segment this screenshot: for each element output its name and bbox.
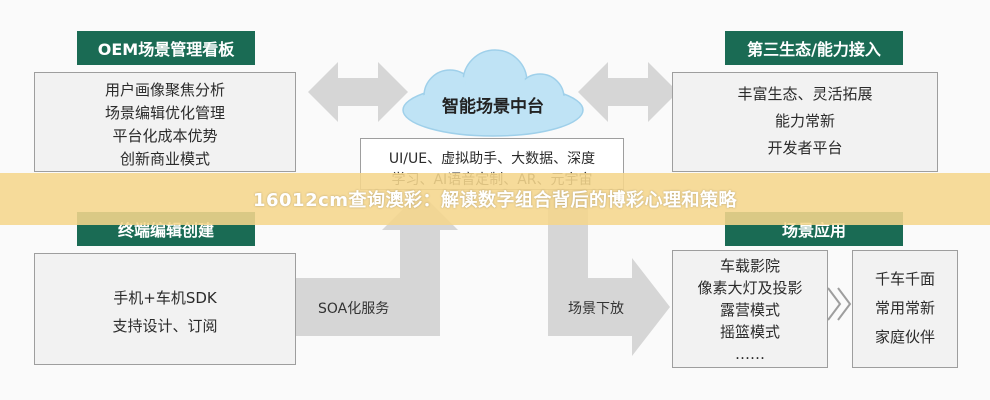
ecosystem-line: 丰富生态、灵活拓展 — [737, 85, 873, 103]
overlay-banner-text: 16012cm查询澳彩：解读数字组合背后的博彩心理和策略 — [252, 190, 738, 211]
oem-line: 场景编辑优化管理 — [104, 104, 225, 122]
scene-app-line: 像素大灯及投影 — [697, 279, 803, 297]
overlay-banner: 16012cm查询澳彩：解读数字组合背后的博彩心理和策略 — [0, 173, 990, 225]
soa-up-arrow — [258, 192, 458, 336]
scene-app-line: …… — [735, 345, 765, 363]
ecosystem-line: 能力常新 — [774, 112, 835, 130]
outcome-line: 家庭伙伴 — [874, 328, 935, 346]
chevron-right-icon — [827, 287, 842, 321]
terminal-edit-box: 手机+车机SDK 支持设计、订阅 — [34, 253, 296, 365]
cloud-title: 智能场景中台 — [442, 97, 544, 117]
scene-dispatch-label: 场景下放 — [568, 301, 624, 317]
oem-line: 创新商业模式 — [119, 150, 210, 168]
center-line-1: UI/UE、虚拟助手、大数据、深度 — [388, 151, 596, 167]
ecosystem-line: 开发者平台 — [767, 139, 843, 157]
double-arrow-right — [578, 62, 678, 122]
scene-app-line: 摇篮模式 — [719, 323, 780, 341]
ecosystem-box: 丰富生态、灵活拓展 能力常新 开发者平台 — [672, 72, 938, 172]
double-arrow-left — [308, 62, 408, 122]
terminal-line: 手机+车机SDK — [113, 289, 217, 307]
ecosystem-title: 第三生态/能力接入 — [725, 31, 903, 65]
terminal-line: 支持设计、订阅 — [112, 317, 218, 335]
oem-board-box: 用户画像聚焦分析 场景编辑优化管理 平台化成本优势 创新商业模式 — [34, 72, 296, 172]
outcome-box: 千车千面 常用常新 家庭伙伴 — [852, 250, 958, 368]
oem-line: 用户画像聚焦分析 — [104, 81, 225, 99]
oem-line: 平台化成本优势 — [112, 127, 218, 145]
cloud-icon — [402, 49, 584, 137]
oem-board-title: OEM场景管理看板 — [77, 31, 255, 65]
scene-app-line: 车载影院 — [719, 257, 780, 275]
oem-board-lines: 用户画像聚焦分析 场景编辑优化管理 平台化成本优势 创新商业模式 — [35, 79, 295, 171]
outcome-line: 常用常新 — [874, 299, 935, 317]
outcome-line: 千车千面 — [874, 270, 935, 288]
ecosystem-lines: 丰富生态、灵活拓展 能力常新 开发者平台 — [673, 81, 937, 162]
scene-app-box: 车载影院 像素大灯及投影 露营模式 摇篮模式 …… — [672, 250, 828, 368]
soa-service-label: SOA化服务 — [318, 301, 390, 317]
outcome-lines: 千车千面 常用常新 家庭伙伴 — [853, 265, 957, 352]
chevron-right-icon — [837, 287, 852, 321]
terminal-edit-lines: 手机+车机SDK 支持设计、订阅 — [35, 284, 295, 340]
scene-app-line: 露营模式 — [719, 301, 780, 319]
scene-app-lines: 车载影院 像素大灯及投影 露营模式 摇篮模式 …… — [673, 255, 827, 365]
dispatch-arrow — [548, 190, 670, 356]
